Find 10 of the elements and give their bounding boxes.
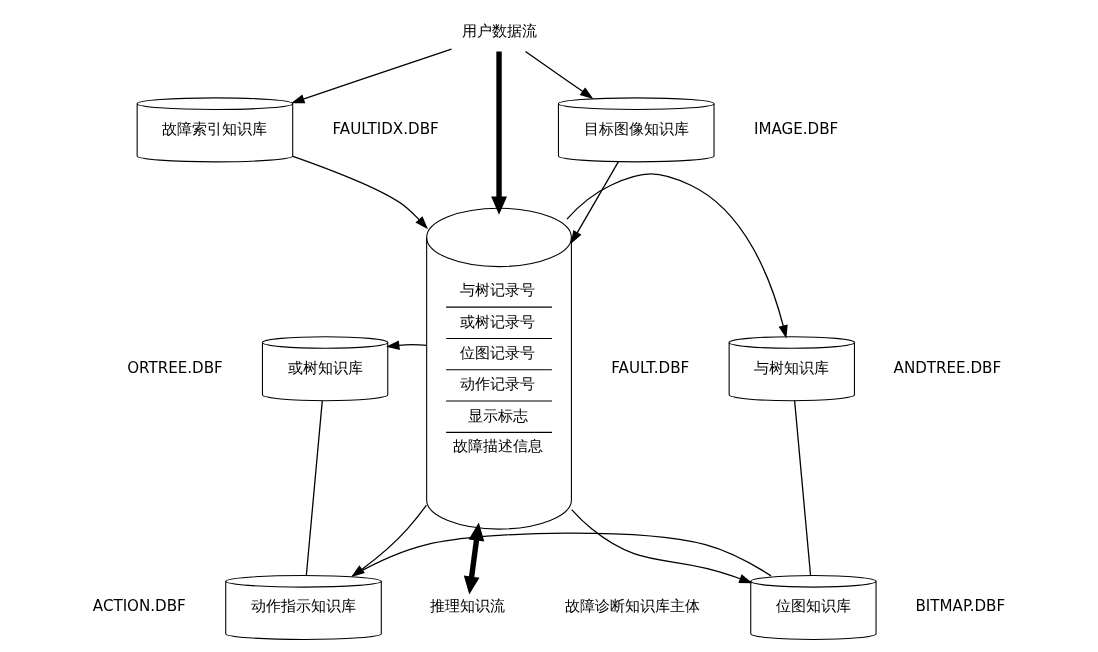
node-label: ANDTREE.DBF [893, 358, 1002, 377]
label: 故障诊断知识库主体 [565, 597, 701, 616]
node-label: FAULTIDX.DBF [332, 119, 439, 138]
node-label: IMAGE.DBF [753, 119, 839, 138]
node-label: BITMAP.DBF [915, 597, 1006, 616]
node-text: 用户数据流 [461, 22, 537, 41]
node-label: ACTION.DBF [92, 597, 186, 616]
node-label: ORTREE.DBF [127, 358, 223, 377]
node-text: 推理知识流 [430, 597, 506, 616]
node-label: FAULT.DBF [611, 358, 690, 377]
